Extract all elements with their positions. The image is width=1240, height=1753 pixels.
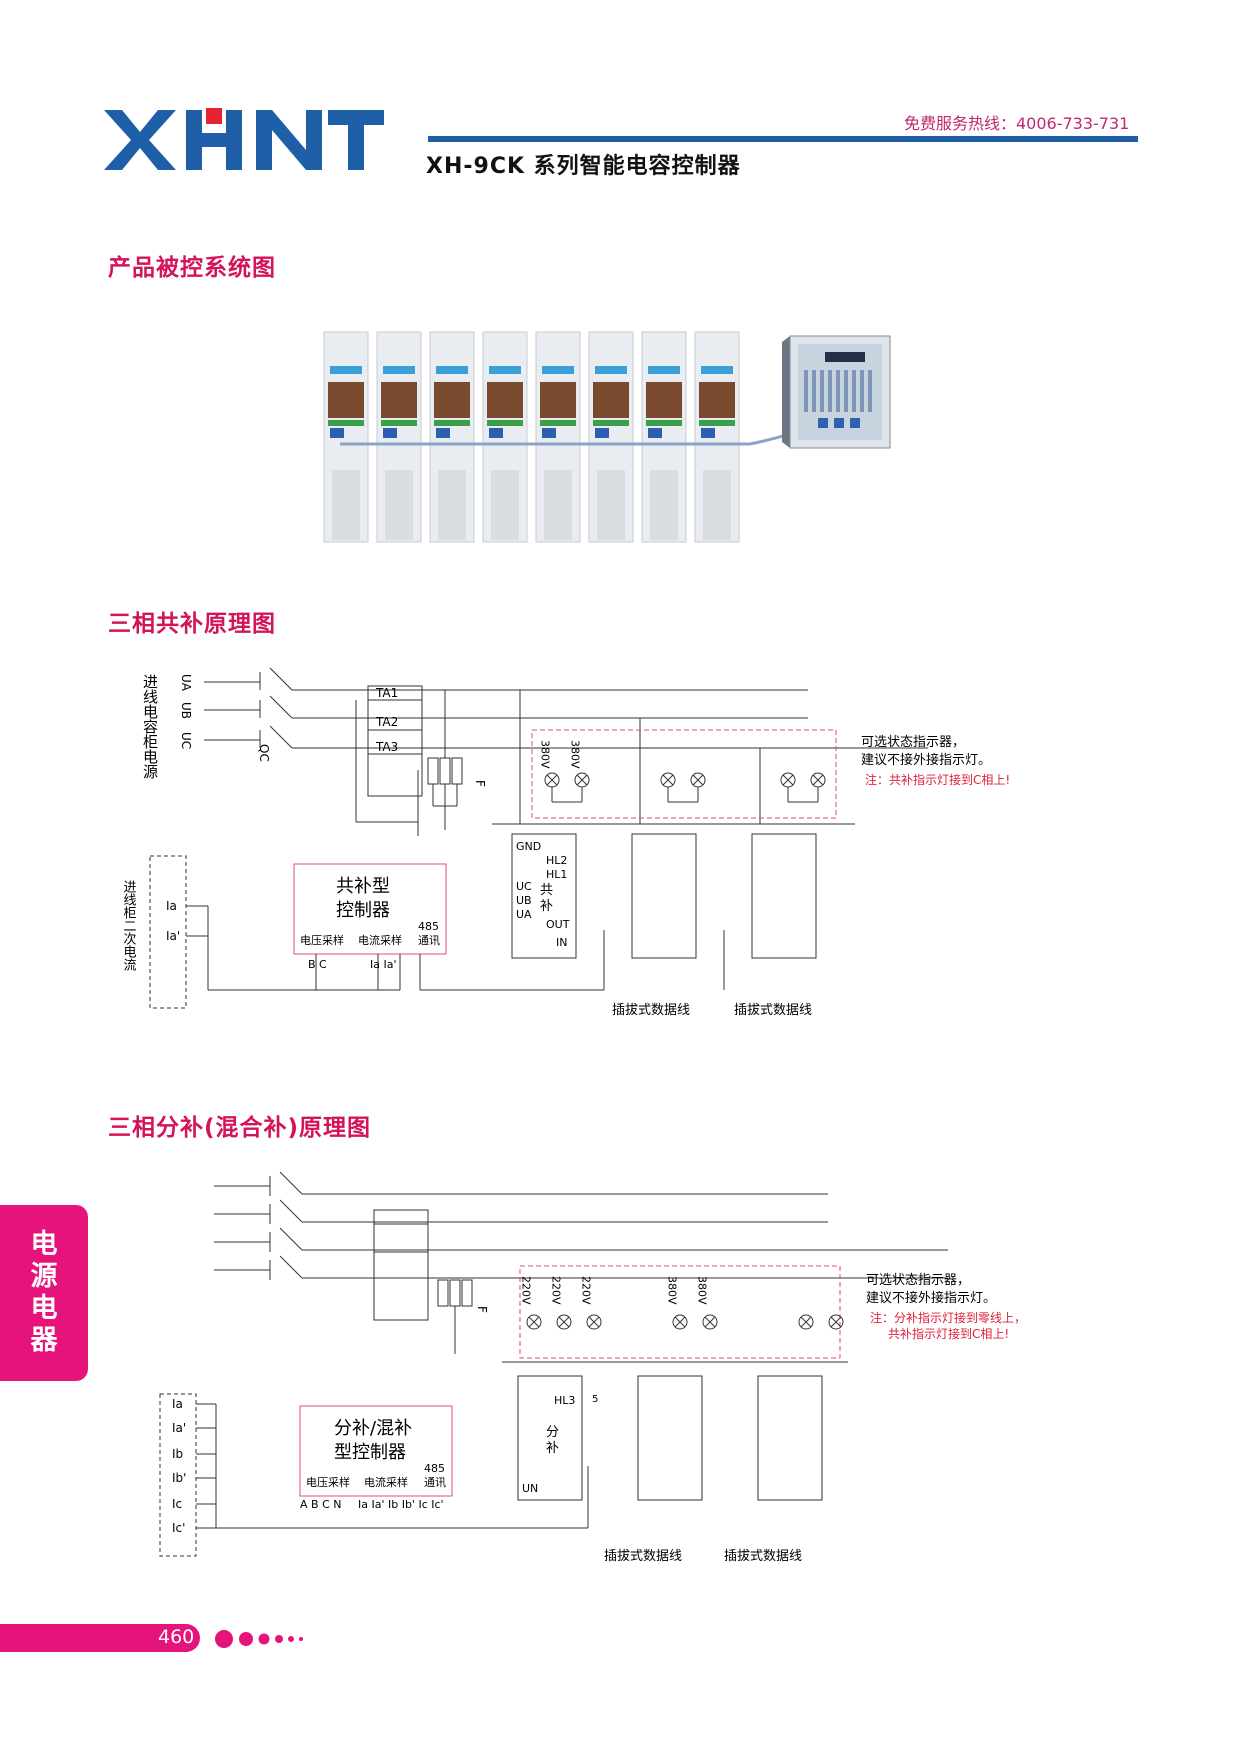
split-note-line-1: 可选状态指示器，	[866, 1273, 970, 1288]
module-type-2: 补	[540, 899, 553, 914]
ia2-label: Ia'	[166, 929, 180, 943]
phase-label-uc: UC	[179, 732, 193, 749]
lamp-220-1: 220V	[520, 1276, 533, 1305]
voltage-sampling: 电压采样	[300, 933, 344, 947]
capacitor-unit	[323, 331, 369, 543]
side-tab-char-1: 电	[30, 1229, 58, 1260]
capacitor-unit	[535, 331, 581, 543]
module-type-1: 共	[540, 883, 553, 898]
sec-row-ic2: Ic'	[172, 1521, 185, 1535]
controller-unit	[782, 335, 891, 449]
note-line-2: 建议不接外接指示灯。	[861, 752, 991, 768]
split-note-line-2: 建议不接外接指示灯。	[866, 1290, 996, 1306]
side-category-tab: 电 源 电 器	[0, 1205, 88, 1381]
sec-row-ib: Ib	[172, 1447, 183, 1461]
split-cable-label-2: 插拔式数据线	[724, 1549, 802, 1564]
sec-row-ib2: Ib'	[172, 1471, 186, 1485]
split-current-pins: Ia Ia' Ib Ib' Ic Ic'	[358, 1498, 444, 1511]
ia-label: Ia	[166, 899, 177, 913]
module-in: IN	[556, 936, 567, 949]
sec-row-ic: Ic	[172, 1497, 182, 1511]
split-controller-line-1: 分补/混补	[334, 1418, 412, 1439]
split-cable-label-1: 插拔式数据线	[604, 1549, 682, 1564]
split-module-pin5: 5	[592, 1394, 598, 1405]
split-compensation-diagram: F 220V 220V 220V 380V 380V 可选状态指示器， 建议不接…	[159, 1171, 1026, 1564]
capacitor-unit	[641, 331, 687, 543]
section-title-split: 三相分补(混合补)原理图	[108, 1115, 372, 1141]
lamp-voltage-2: 380V	[569, 740, 582, 769]
side-tab-char-2: 源	[30, 1261, 58, 1292]
fuse-label-split: F	[475, 1306, 489, 1313]
ct-label-2: TA2	[375, 715, 398, 729]
common-compensation-diagram: 进线电容柜电源 UA UB UC QC	[121, 667, 1010, 1018]
header-rule	[428, 136, 1138, 142]
split-module-type-2: 补	[546, 1441, 559, 1456]
note-line-1: 可选状态指示器，	[861, 735, 965, 750]
module-ub: UB	[516, 894, 532, 907]
capacitor-unit	[376, 331, 422, 543]
lamp-voltage-1: 380V	[539, 740, 552, 769]
ct-label-3: TA3	[375, 740, 398, 754]
lamp-380-1: 380V	[666, 1276, 679, 1305]
secondary-label: 进线柜二次电流	[121, 880, 137, 971]
split-comm-code: 485	[424, 1462, 445, 1475]
module-uc: UC	[516, 880, 532, 893]
split-controller-line-2: 型控制器	[334, 1442, 406, 1463]
section-title-system: 产品被控系统图	[108, 255, 276, 281]
note-red: 注：共补指示灯接到C相上!	[865, 772, 1010, 787]
module-gnd: GND	[516, 840, 541, 853]
controller-line-1: 共补型	[336, 876, 390, 897]
capacitor-unit	[429, 331, 475, 543]
comm-code: 485	[418, 920, 439, 933]
cabinet-label: 进线电容柜电源	[141, 674, 159, 779]
split-voltage-pins: A B C N	[300, 1498, 341, 1511]
footer-dots	[215, 1630, 303, 1648]
current-pins: Ia Ia'	[370, 958, 397, 971]
side-tab-char-4: 器	[30, 1325, 58, 1356]
split-module-type-1: 分	[546, 1425, 559, 1440]
phase-label-ua: UA	[179, 674, 193, 692]
comm-label: 通讯	[418, 934, 440, 947]
phase-label-ub: UB	[179, 702, 193, 719]
sec-row-ia2: Ia'	[172, 1421, 186, 1435]
xhnt-logo	[104, 108, 384, 170]
voltage-pins: B C	[308, 958, 327, 971]
module-out: OUT	[546, 918, 570, 931]
module-hl1: HL1	[546, 868, 567, 881]
lamp-220-2: 220V	[550, 1276, 563, 1305]
split-module-un: UN	[522, 1482, 538, 1495]
capacitor-unit	[482, 331, 528, 543]
page-number: 460	[158, 1626, 195, 1648]
split-note-red-2: 共补指示灯接到C相上!	[888, 1326, 1009, 1341]
split-current-sampling: 电流采样	[364, 1475, 408, 1489]
switch-label: QC	[257, 744, 271, 762]
side-tab-char-3: 电	[30, 1293, 58, 1324]
lamp-220-3: 220V	[580, 1276, 593, 1305]
footer-bar	[0, 1624, 200, 1652]
cable-label-2: 插拔式数据线	[734, 1003, 812, 1018]
split-module-hl3: HL3	[554, 1394, 575, 1407]
module-ua: UA	[516, 908, 532, 921]
split-comm-label: 通讯	[424, 1476, 446, 1489]
hotline-text: 免费服务热线：4006-733-731	[904, 114, 1130, 133]
current-sampling: 电流采样	[358, 933, 402, 947]
section-title-common: 三相共补原理图	[108, 611, 276, 637]
split-note-red-1: 注：分补指示灯接到零线上，	[870, 1310, 1026, 1325]
product-system-photo	[323, 331, 891, 543]
capacitor-unit	[588, 331, 634, 543]
document-title: XH-9CK 系列智能电容控制器	[426, 154, 741, 179]
sec-row-ia: Ia	[172, 1397, 183, 1411]
split-voltage-sampling: 电压采样	[306, 1475, 350, 1489]
lamp-380-2: 380V	[696, 1276, 709, 1305]
controller-line-2: 控制器	[336, 900, 390, 921]
cable-label-1: 插拔式数据线	[612, 1003, 690, 1018]
capacitor-unit	[694, 331, 740, 543]
ct-label-1: TA1	[375, 686, 398, 700]
fuse-label: F	[473, 780, 487, 787]
cabinet-label-text: 进线电容柜电源	[141, 674, 159, 779]
module-hl2: HL2	[546, 854, 567, 867]
